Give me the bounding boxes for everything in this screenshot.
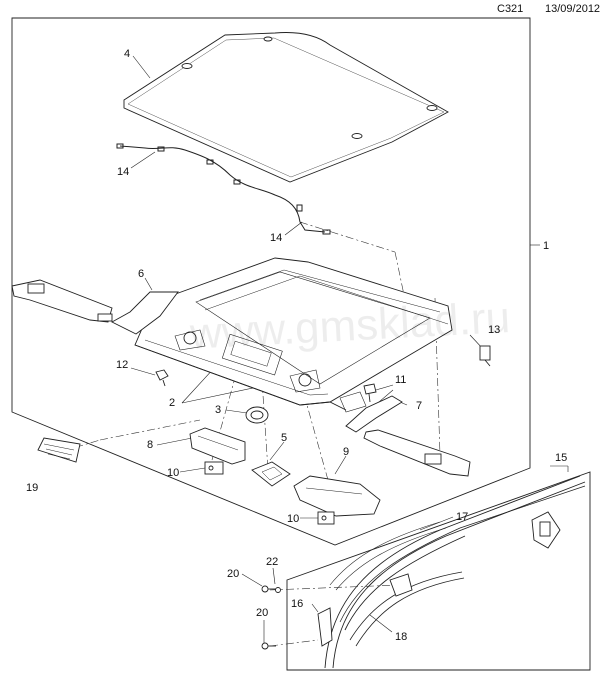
callout-20b: 20 (256, 607, 268, 619)
leader-10a (179, 467, 206, 473)
page-code: C321 (497, 3, 524, 15)
leader-16 (311, 603, 319, 613)
headliner-panel (123, 32, 449, 183)
callout-7: 7 (416, 400, 422, 412)
callout-12: 12 (116, 359, 128, 371)
leader-6 (144, 277, 153, 291)
dashline-screw-20 (269, 639, 319, 647)
callout-9: 9 (343, 446, 349, 458)
page-date: 13/09/2012 (545, 3, 600, 15)
callout-11: 11 (395, 374, 406, 386)
leader-5 (269, 441, 285, 461)
leader-4 (132, 55, 151, 79)
leader-14b (284, 221, 303, 236)
callout-15: 15 (555, 452, 567, 464)
left-side-bracket (11, 279, 179, 335)
callout-17: 17 (456, 511, 468, 523)
callout-6: 6 (138, 268, 144, 280)
callout-18: 18 (395, 631, 407, 643)
leader-9 (334, 455, 347, 475)
dashline-label-19 (99, 419, 201, 441)
leader-18 (369, 614, 393, 633)
roof-frame-module (134, 257, 453, 413)
left-sun-visor (189, 427, 246, 465)
screw-fasteners (261, 585, 281, 650)
leader-20a (241, 573, 263, 587)
reading-lamp-5 (251, 461, 291, 487)
leader-11a (375, 384, 394, 391)
inset-frame (286, 471, 591, 671)
leader-22 (272, 567, 276, 585)
leader-12 (130, 367, 156, 376)
callout-14b: 14 (270, 232, 282, 244)
callout-10a: 10 (167, 467, 179, 479)
callout-2: 2 (169, 397, 175, 409)
leader-8 (156, 437, 193, 446)
leader-3 (225, 409, 248, 414)
callout-10b: 10 (287, 513, 299, 525)
dashline-screw-22 (269, 584, 401, 591)
callout-5: 5 (281, 432, 287, 444)
clip-12 (155, 369, 169, 387)
callout-14a: 14 (117, 166, 129, 178)
callout-22: 22 (266, 556, 278, 568)
callout-20a: 20 (227, 568, 239, 580)
callout-8: 8 (147, 439, 153, 451)
dashline-rail-right (434, 297, 441, 456)
leader-17 (419, 516, 454, 531)
roof-rail-inset (317, 475, 586, 669)
main-assembly-frame (11, 17, 531, 546)
callout-16: 16 (291, 598, 303, 610)
callout-19: 19 (26, 482, 38, 494)
dashline-lamp (261, 379, 269, 471)
leader-14a (130, 151, 156, 169)
right-side-bracket (345, 395, 471, 477)
wiring-harness (116, 143, 331, 235)
lamp-housing-3 (245, 406, 269, 424)
callout-3: 3 (215, 404, 221, 416)
dashline-cable-14 (299, 221, 396, 253)
callout-4: 4 (124, 48, 130, 60)
connector-13 (479, 345, 491, 367)
right-sun-visor (293, 475, 381, 517)
label-plate-19 (37, 437, 81, 463)
visor-hinge-10 (204, 461, 335, 525)
retainer-11 (363, 383, 377, 403)
callout-13: 13 (488, 324, 500, 336)
callout-1: 1 (543, 240, 549, 252)
